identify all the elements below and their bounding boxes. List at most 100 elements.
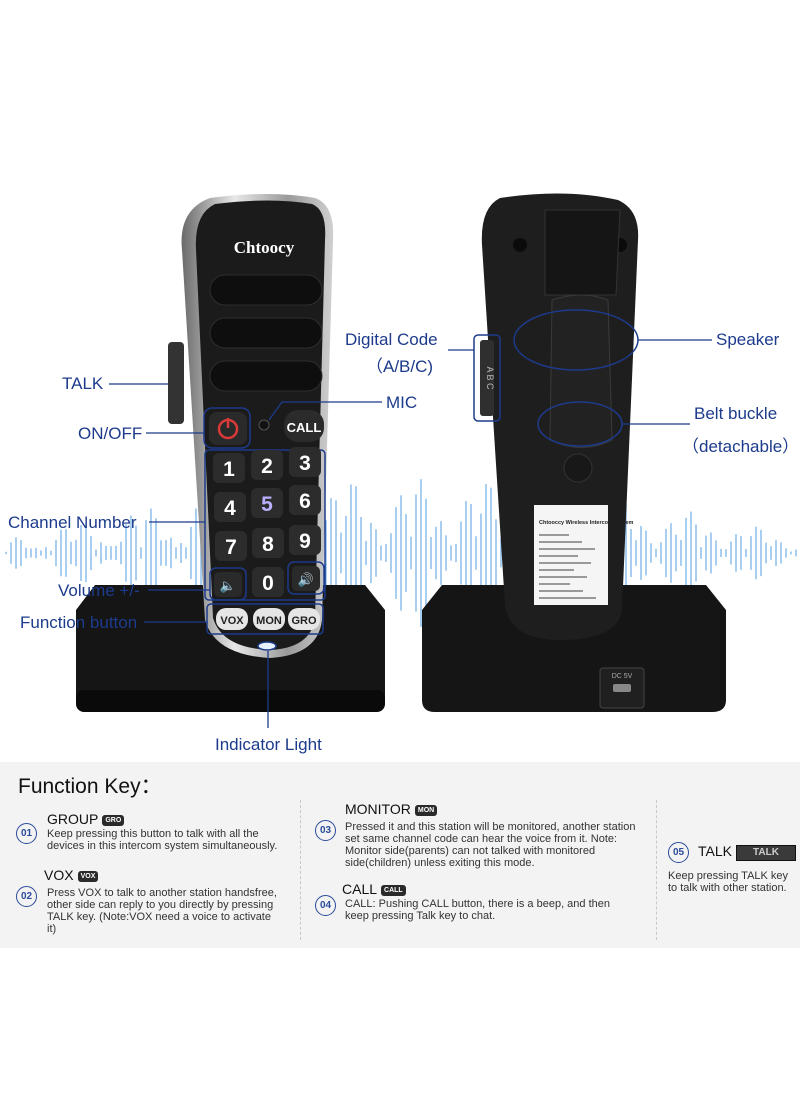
- label-line: [539, 583, 570, 585]
- function-key-label: VOX: [220, 615, 244, 627]
- wave-bar: [25, 547, 27, 559]
- label-line: [539, 597, 596, 599]
- keypad-key-6[interactable]: [289, 485, 321, 515]
- wave-bar: [340, 532, 342, 574]
- wave-bar: [485, 484, 487, 622]
- mic-hole: [258, 419, 270, 431]
- abc-switch-label: A B C: [485, 366, 495, 390]
- keypad-key-label: 1: [223, 458, 235, 481]
- monitor-key-desc: Pressed it and this station will be moni…: [345, 821, 636, 869]
- wave-bar: [395, 507, 397, 599]
- call-button[interactable]: [284, 410, 324, 442]
- wave-bar: [120, 541, 122, 565]
- keypad-key-5[interactable]: [251, 488, 283, 518]
- wave-bar: [775, 540, 777, 566]
- wave-bar: [685, 517, 687, 589]
- abc-switch[interactable]: [480, 340, 494, 416]
- function-button-highlight: [206, 603, 324, 635]
- item-number: 04: [315, 895, 336, 916]
- keypad-key-7[interactable]: [215, 531, 247, 561]
- wave-bar: [325, 520, 327, 586]
- wave-bar: [475, 536, 477, 570]
- wave-bar: [640, 526, 642, 580]
- on-off-highlight: [203, 407, 251, 449]
- keypad-key-label: 3: [299, 452, 311, 475]
- wave-bar: [160, 540, 162, 566]
- power-button[interactable]: [209, 412, 247, 445]
- wave-bar: [50, 550, 52, 556]
- wave-bar: [20, 540, 22, 566]
- function-key-mon[interactable]: [253, 608, 285, 630]
- function-key-gro[interactable]: [288, 608, 320, 630]
- speaker-slot: [209, 360, 323, 392]
- talk-badge: TALK: [735, 845, 796, 861]
- wave-bar: [185, 547, 187, 559]
- indicator-light-callout: Indicator Light: [215, 735, 322, 754]
- item-number: 01: [16, 823, 37, 844]
- item-number: 02: [16, 886, 37, 907]
- wave-bar: [455, 543, 457, 563]
- wave-bar: [725, 549, 727, 557]
- call-key-desc: CALL: Pushing CALL button, there is a be…: [345, 898, 610, 922]
- wave-bar: [760, 529, 762, 577]
- talk-side-key[interactable]: [168, 342, 184, 424]
- indicator-light: [257, 641, 277, 651]
- belt-clip-top: [544, 209, 621, 296]
- function-key-title: Function Key：: [18, 775, 162, 798]
- wave-bar: [470, 504, 472, 602]
- wave-bar: [360, 516, 362, 590]
- function-button-callout: Function button: [20, 613, 138, 632]
- wave-bar: [75, 539, 77, 567]
- keypad-key-0[interactable]: [252, 567, 284, 597]
- wave-bar: [60, 529, 62, 577]
- function-key-label: GRO: [291, 615, 317, 627]
- item-number: 03: [315, 820, 336, 841]
- wave-bar: [130, 515, 132, 591]
- wave-bar: [55, 539, 57, 567]
- keypad-key-1[interactable]: [213, 453, 245, 483]
- wave-bar: [665, 528, 667, 578]
- wave-bar: [450, 545, 452, 561]
- wave-bar: [80, 525, 82, 581]
- wave-bar: [65, 529, 67, 577]
- function-key-vox[interactable]: [216, 608, 248, 630]
- keypad-key-9[interactable]: [289, 525, 321, 555]
- wave-bar: [635, 540, 637, 566]
- label-line: [539, 576, 587, 578]
- wave-bar: [180, 543, 182, 563]
- wave-bar: [110, 546, 112, 560]
- wave-bar: [770, 546, 772, 560]
- callout-lines: [109, 339, 712, 728]
- keypad-key-8[interactable]: [252, 528, 284, 558]
- wave-bar: [400, 495, 402, 611]
- wave-bar: [385, 544, 387, 562]
- wave-bar: [405, 514, 407, 592]
- volume-down-button[interactable]: [214, 572, 242, 597]
- back-label-title: Chtooccy Wireless Intercom system: [539, 520, 634, 526]
- channel-number-callout: Channel Number: [8, 513, 137, 532]
- keypad-key-2[interactable]: [251, 450, 283, 480]
- wave-bar: [95, 549, 97, 557]
- wave-bar: [630, 529, 632, 577]
- wave-bar: [15, 537, 17, 569]
- speaker-icon: 🔊: [298, 571, 314, 588]
- volume-up-button[interactable]: [292, 566, 320, 591]
- call-key-label: CALL: [287, 420, 322, 435]
- wave-bar: [695, 524, 697, 582]
- keypad-key-label: 6: [299, 490, 311, 513]
- keypad-key-label: 4: [224, 497, 236, 520]
- label-line: [539, 569, 574, 571]
- wave-bar: [425, 498, 427, 608]
- keypad-key-label: 8: [262, 533, 274, 556]
- wave-bar: [625, 503, 627, 603]
- wave-bar: [145, 520, 147, 586]
- wave-bar: [410, 536, 412, 570]
- speaker-icon: 🔈: [220, 578, 236, 594]
- keypad-key-3[interactable]: [289, 447, 321, 477]
- wave-bar: [745, 548, 747, 558]
- keypad-key-4[interactable]: [214, 492, 246, 522]
- wave-bar: [780, 542, 782, 564]
